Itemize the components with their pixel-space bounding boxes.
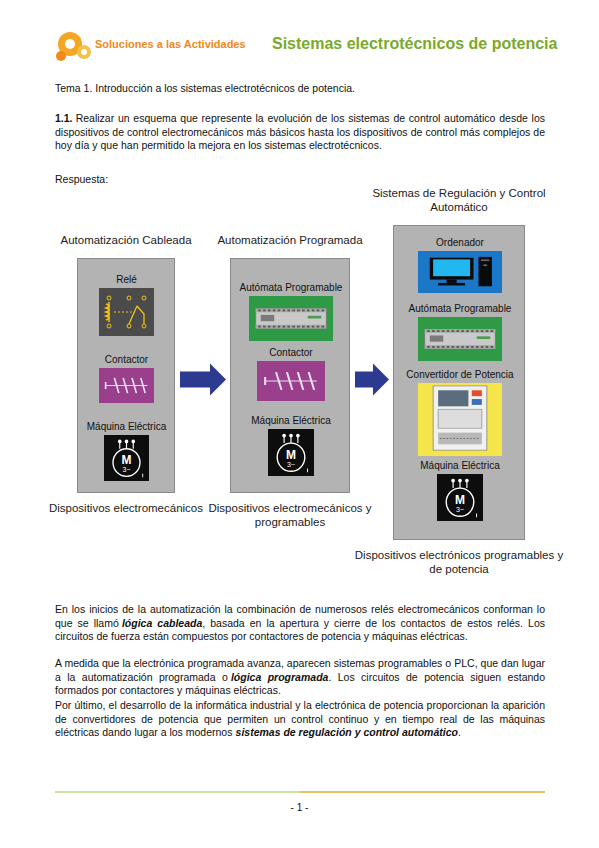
conv-device: Convertidor de Potencia [418, 383, 502, 456]
plc-device: Autómata Programable [249, 296, 333, 341]
stage-heading: Automatización Programada [191, 234, 389, 248]
stage-heading: Automatización Cableada [38, 234, 214, 248]
device-label: Relé [59, 274, 194, 286]
contactor-symbol [99, 368, 154, 403]
device-label: Autómata Programable [378, 303, 542, 315]
contactor-device: Contactor [257, 361, 325, 401]
stage-footer: Dispositivos electromecánicos y programa… [191, 502, 389, 529]
header-title: Sistemas electrotécnicos de potencia [272, 35, 557, 53]
header-series: Soluciones a las Actividades [95, 38, 246, 50]
device-label: Máquina Eléctrica [397, 460, 523, 472]
contactor-device: Contactor [99, 368, 154, 403]
stage-panel: Automatización ProgramadaDispositivos el… [230, 258, 350, 493]
device-label: Contactor [59, 354, 194, 366]
motor-letter: M [268, 449, 314, 461]
logo-gears [56, 32, 91, 61]
key-term: sistemas de regulación y control automát… [236, 726, 458, 738]
key-term: lógica programada [231, 671, 328, 683]
stage-panel: Automatización CableadaDispositivos elec… [77, 258, 175, 493]
pc-device: Ordenador [418, 251, 502, 293]
stage-footer: Dispositivos electromecánicos [38, 502, 214, 516]
question: 1.1.Realizar un esquema que represente l… [55, 112, 545, 153]
topic-heading: Tema 1. Introducción a los sistemas elec… [55, 82, 355, 94]
question-text: Realizar un esquema que represente la ev… [55, 112, 545, 151]
motor-letter: M [104, 454, 149, 466]
device-label: Contactor [217, 347, 365, 359]
key-term: lógica cableada [122, 617, 202, 629]
device-label: Máquina Eléctrica [64, 421, 189, 433]
page-number: - 1 - [0, 802, 599, 813]
phase-mark: 3~ [437, 506, 483, 513]
motor-device: Máquina EléctricaM3~ [437, 474, 483, 521]
block-arrow [180, 364, 226, 396]
answer-heading: Respuesta: [55, 173, 108, 185]
stage-footer: Dispositivos electrónicos programables y… [354, 549, 564, 576]
phase-mark: 3~ [268, 461, 314, 468]
device-label: Convertidor de Potencia [378, 369, 542, 381]
explanation-paragraph: Por último, el desarrollo de la informát… [55, 699, 545, 740]
device-label: Autómata Programable [209, 282, 373, 294]
plc-symbol [418, 317, 502, 361]
rele-symbol [99, 288, 154, 336]
motor-letter: M [437, 494, 483, 506]
footer-rule [300, 791, 545, 792]
explanation-paragraph: A medida que la electrónica programada a… [55, 657, 545, 698]
stage-panel: Sistemas de Regulación y Control Automát… [393, 225, 525, 540]
plc-device: Autómata Programable [418, 317, 502, 361]
explanation-paragraph: En los inicios de la automatización la c… [55, 603, 545, 644]
plc-symbol [249, 296, 333, 341]
device-label: Ordenador [378, 237, 542, 249]
motor-device: Máquina EléctricaM3~ [104, 435, 149, 481]
conv-symbol [418, 383, 502, 456]
stage-heading: Sistemas de Regulación y Control Automát… [354, 187, 564, 214]
question-number: 1.1. [55, 112, 73, 124]
block-arrow [355, 364, 389, 396]
motor-device: Máquina EléctricaM3~ [268, 429, 314, 476]
pc-symbol [418, 251, 502, 293]
footer-rule [55, 791, 545, 792]
rele-device: Relé [99, 288, 154, 336]
device-label: Máquina Eléctrica [228, 415, 354, 427]
contactor-symbol [257, 361, 325, 401]
paragraph-text: . [458, 726, 461, 738]
phase-mark: 3~ [104, 466, 149, 473]
